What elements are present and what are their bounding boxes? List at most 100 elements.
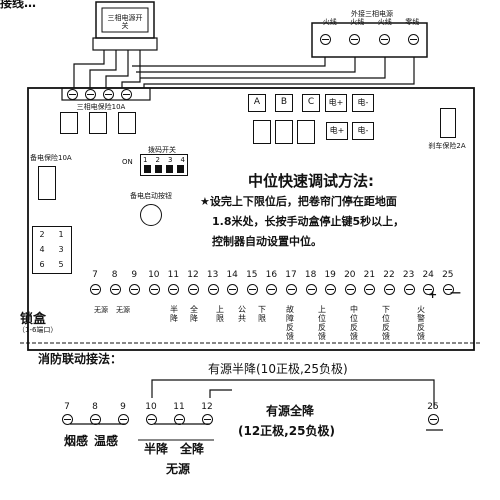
fire-terminal-number: 8: [92, 402, 98, 412]
fire-terminal-number: 12: [201, 402, 213, 412]
label-minus: —: [450, 286, 461, 299]
power-terminal-4: [408, 34, 419, 45]
contactor-label: 三相电源开关: [107, 14, 143, 30]
terminal-screw: [364, 284, 376, 295]
fire-active-full-1: 有源全降: [266, 404, 315, 418]
terminal-screw: [286, 284, 297, 295]
terminal-number: 24: [422, 270, 434, 280]
fire-half: 半降: [144, 442, 169, 456]
backup-fuse-label: 备电保险10A: [30, 154, 72, 162]
indicator-plus-bottom: 电+: [326, 122, 348, 140]
terminal-screw: [384, 284, 395, 295]
terminal-number: 22: [383, 270, 395, 280]
label-half-down: 半降: [170, 305, 178, 323]
label-common: 公共: [238, 305, 246, 323]
power-terminal-block: [311, 22, 428, 58]
dip-switch[interactable]: 1 2 3 4: [140, 154, 188, 176]
indicator-plus-top: 电+: [325, 94, 347, 112]
label-plus: +: [428, 288, 438, 301]
port-2: 2: [39, 230, 45, 239]
fire-terminal-number: 9: [120, 402, 126, 412]
fire-active-half: 有源半降(10正极,25负极): [208, 362, 348, 376]
fire-terminal-number: 11: [173, 402, 185, 412]
label-lower-limit: 下限: [258, 305, 266, 323]
terminal-screw: [344, 284, 356, 295]
terminal-number: 13: [206, 270, 219, 280]
indicator-minus-top: 电-: [352, 94, 374, 112]
mid-instructions: ★设完上下限位后，把卷帘门停在距地面 1.8米处，长按手动盒停止键5秒以上， 控…: [200, 192, 470, 252]
backup-start-button[interactable]: [140, 204, 162, 226]
fuse-c: [118, 112, 136, 134]
dip-num-3: 3: [168, 156, 173, 164]
mid-line-2: 1.8米处，长按手动盒停止键5秒以上，: [212, 215, 405, 228]
fuse-a: [60, 112, 78, 134]
label-no-power-2: 无源: [116, 306, 130, 314]
term-neutral: 零线: [405, 18, 420, 26]
term-live-3: 火线: [377, 18, 392, 26]
display-3: [297, 120, 315, 144]
controller-panel: [27, 87, 475, 351]
term-live-2: 火线: [350, 18, 365, 26]
terminal-number: 7: [92, 270, 98, 280]
port-1: 1: [58, 230, 64, 239]
power-terminal-3: [379, 34, 390, 45]
external-power-title: 外接三相电源: [351, 10, 393, 18]
display-2: [275, 120, 293, 144]
terminal-screw: [325, 284, 337, 295]
terminal-number: 21: [363, 270, 376, 280]
terminal-number: 9: [131, 270, 138, 280]
label-no-power-1: 无源: [94, 306, 108, 314]
fire-terminal-number: 7: [64, 402, 70, 412]
terminal-number: 19: [324, 270, 336, 280]
fire-active-full-2: (12正极,25负极): [238, 424, 335, 438]
port-5: 5: [58, 260, 64, 269]
terminal-number: 25: [442, 270, 454, 280]
label-upper-limit: 上限: [216, 305, 224, 323]
fire-terminal-screw: [118, 414, 129, 425]
fuse-b: [89, 112, 107, 134]
mid-title: 中位快速调试方法:: [248, 172, 374, 190]
indicator-c: C: [302, 94, 320, 112]
terminal-number: 14: [226, 270, 238, 280]
input-terminal-1: [67, 89, 78, 100]
fire-terminal-screw: [174, 414, 185, 425]
fire-terminal-screw: [146, 414, 157, 425]
backup-button-label: 备电启动按钮: [130, 192, 172, 200]
terminal-number: 18: [304, 270, 317, 280]
fire-passive: 无源: [166, 462, 191, 476]
fire-terminal-screw: [202, 414, 213, 425]
dip-switch-label: 拨码开关: [148, 146, 176, 154]
display-1: [253, 120, 271, 144]
brake-fuse: [440, 108, 456, 138]
fire-temp: 温感: [94, 434, 119, 448]
label-fault-feedback: 故障反馈: [286, 305, 294, 341]
terminal-screw: [227, 284, 239, 295]
indicator-b: B: [275, 94, 293, 112]
fire-terminal-screw: [90, 414, 101, 425]
label-fire-feedback: 火警反馈: [417, 305, 425, 341]
fire-terminal-screw: [428, 414, 439, 425]
terminal-screw: [148, 284, 160, 295]
label-full-down: 全降: [190, 305, 198, 323]
lockbox-title: 锁盒: [20, 312, 47, 327]
terminal-screw: [90, 284, 101, 295]
indicator-minus-bottom: 电-: [352, 122, 374, 140]
terminal-screw: [305, 284, 317, 295]
terminal-number: 20: [344, 270, 356, 280]
terminal-screw: [168, 284, 180, 295]
lockbox-ports: 2 1 4 3 6 5: [32, 226, 72, 274]
fire-full: 全降: [180, 442, 205, 456]
terminal-number: 8: [111, 270, 118, 280]
terminal-number: 23: [402, 270, 415, 280]
terminal-screw: [423, 284, 435, 295]
indicator-a: A: [248, 94, 266, 112]
terminal-number: 10: [148, 270, 160, 280]
terminal-number: 11: [167, 270, 180, 280]
dip-on-label: ON: [122, 158, 133, 166]
label-upper-feedback: 上位反馈: [318, 305, 326, 341]
input-terminal-3: [103, 89, 114, 100]
terminal-screw: [403, 284, 415, 295]
dip-num-2: 2: [155, 156, 160, 164]
terminal-number: 17: [285, 270, 297, 280]
